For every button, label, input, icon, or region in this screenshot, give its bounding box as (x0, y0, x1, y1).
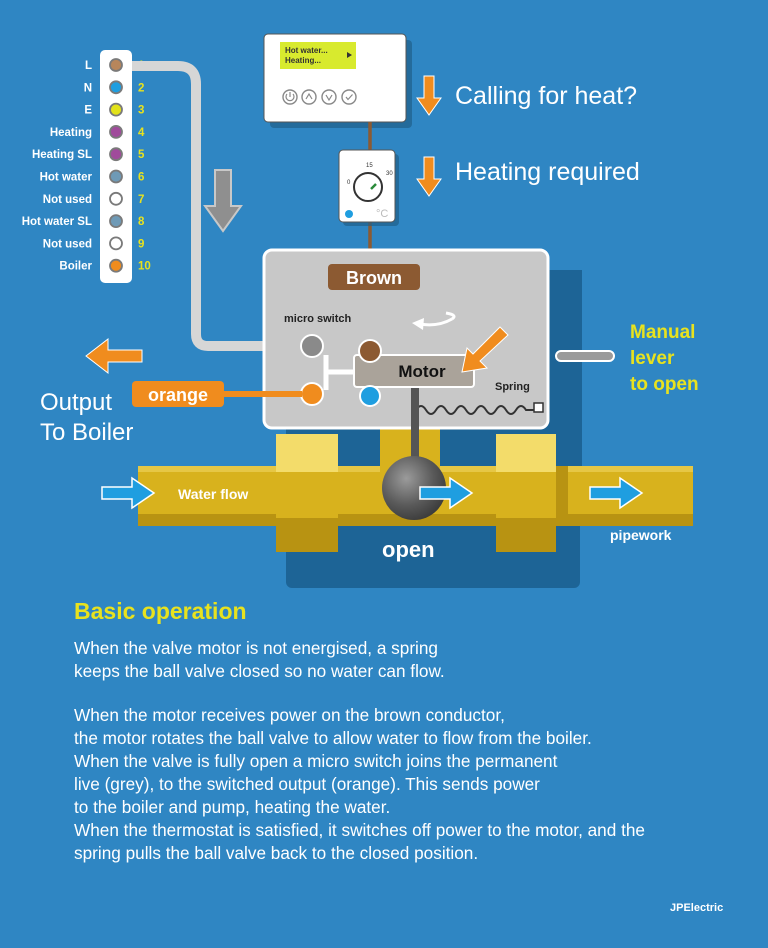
paragraph-line: When the thermostat is satisfied, it swi… (74, 820, 645, 840)
paragraph-line: to the boiler and pump, heating the wate… (74, 797, 391, 817)
terminal-dot (109, 236, 123, 251)
terminal-number: 5 (138, 149, 145, 161)
paragraph-line: the motor rotates the ball valve to allo… (74, 728, 592, 748)
paragraph-1: When the valve motor is not energised, a… (74, 637, 445, 683)
motor-label: Motor (398, 362, 446, 381)
terminal-strip-panel (100, 50, 132, 283)
heating-arrow-icon (416, 156, 442, 197)
paragraph-line: When the motor receives power on the bro… (74, 705, 505, 725)
thermostat-led-icon (345, 210, 353, 218)
terminal-label: Heating (50, 127, 92, 139)
terminal-dot (109, 58, 123, 72)
terminal-label: Heating SL (32, 149, 92, 161)
to-boiler-label: To Boiler (40, 419, 133, 446)
down-button-icon (321, 89, 337, 105)
terminal-number: 8 (138, 216, 145, 228)
water-flow-arrow-3-icon (589, 476, 644, 510)
thermostat: 15 0 30 °C (338, 149, 399, 226)
terminal-label: E (84, 105, 92, 117)
terminal-label: Hot water (40, 172, 93, 184)
thermostat-dial (353, 172, 383, 202)
valve-head (262, 248, 550, 430)
terminal-number: 4 (138, 127, 145, 139)
motor-box (353, 354, 475, 388)
thermostat-15: 15 (366, 163, 373, 169)
spring-coil (415, 405, 534, 415)
terminal-dot (109, 214, 123, 229)
programmer-line1: Hot water... (285, 46, 328, 55)
terminal-dot (109, 147, 123, 162)
thermostat-30: 30 (386, 171, 393, 177)
water-flow-arrow-1-icon (101, 476, 156, 510)
micro-switch-label: micro switch (284, 313, 352, 325)
display-arrow-icon (347, 52, 352, 58)
thermostat-unit: °C (376, 208, 388, 220)
terminal-number: 9 (138, 238, 144, 250)
paragraph-line: spring pulls the ball valve back to the … (74, 843, 479, 863)
brown-label-box (328, 264, 420, 290)
up-button-icon (301, 89, 317, 105)
pipe-joint (556, 466, 568, 526)
paragraph-line: When the valve motor is not energised, a… (74, 638, 438, 658)
manual-label: Manual (630, 322, 695, 343)
lever-label: lever (630, 348, 675, 369)
water-flow-arrow-2-icon (419, 476, 474, 510)
terminal-dot (109, 258, 123, 273)
ball-valve (382, 456, 446, 520)
brand-label: JPElectric (670, 902, 724, 914)
paragraph-line: keeps the ball valve closed so no water … (74, 661, 445, 681)
programmer: Hot water... Heating... (263, 33, 412, 128)
thermostat-0: 0 (347, 180, 351, 186)
terminal-number: 3 (138, 105, 144, 117)
paragraph-2: When the motor receives power on the bro… (74, 704, 645, 865)
output-arrow-icon (85, 337, 143, 375)
water-flow-label: Water flow (178, 486, 248, 502)
to-open-label: to open (630, 374, 699, 395)
check-button-icon (341, 89, 357, 105)
heating-required-label: Heating required (455, 158, 640, 186)
programmer-line2: Heating... (285, 56, 321, 65)
terminal-number: 10 (138, 261, 151, 273)
paragraph-line: When the valve is fully open a micro swi… (74, 751, 558, 771)
brown-label: Brown (346, 268, 402, 288)
paragraph-line: live (grey), to the switched output (ora… (74, 774, 540, 794)
terminal-label: Not used (43, 194, 92, 206)
calling-arrow-icon (416, 75, 442, 116)
terminal-dot (109, 169, 123, 184)
terminal-dot (109, 80, 123, 95)
terminal-number: 2 (138, 82, 144, 94)
manual-lever (555, 350, 615, 362)
micro-switch-grey-terminal (300, 334, 324, 358)
spring-label: Spring (495, 381, 530, 393)
terminal-dot (109, 124, 123, 139)
motor-brown-terminal (358, 339, 382, 363)
grey-down-arrow (203, 169, 243, 233)
micro-switch-orange-terminal (300, 382, 324, 406)
terminal-number: 7 (138, 194, 144, 206)
terminal-label: Hot water SL (22, 216, 92, 228)
terminal-dot (109, 191, 123, 206)
permanent-live-wire (132, 61, 312, 351)
basic-operation-heading: Basic operation (74, 598, 247, 624)
terminal-dot (109, 102, 123, 117)
terminal-label: Boiler (59, 261, 92, 273)
open-label: open (382, 537, 435, 562)
orange-label-box (132, 381, 224, 407)
terminal-label: N (84, 82, 92, 94)
motor-pointer-arrow-icon (461, 326, 509, 373)
motor-neutral-terminal (359, 385, 381, 407)
calling-for-heat-label: Calling for heat? (455, 82, 637, 110)
programmer-display (280, 42, 356, 69)
pipework-label: pipework (610, 527, 672, 543)
valve-spindle (411, 388, 419, 460)
terminal-label: Not used (43, 238, 92, 250)
output-label: Output (40, 389, 112, 416)
terminal-label: L (85, 60, 92, 72)
terminal-number: 6 (138, 172, 144, 184)
thermostat-pointer-icon (370, 183, 377, 190)
orange-label: orange (148, 385, 208, 405)
